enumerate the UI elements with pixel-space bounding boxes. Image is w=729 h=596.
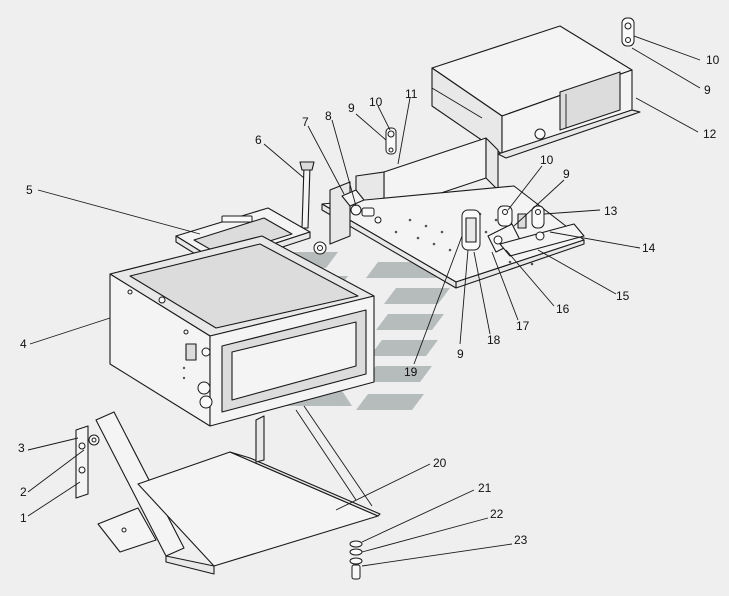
callout-10b: 10 — [706, 53, 720, 67]
callout-9c: 9 — [563, 167, 570, 181]
callout-10a: 10 — [369, 95, 383, 109]
box-connector-2 — [199, 395, 213, 409]
callout-12: 12 — [703, 127, 717, 141]
callout-18: 18 — [487, 333, 501, 347]
guide-plate — [355, 137, 499, 225]
callout-17: 17 — [516, 319, 530, 333]
callout-23: 23 — [514, 533, 528, 547]
cover-hole — [534, 128, 546, 140]
callout-11: 11 — [405, 87, 418, 101]
callout-16: 16 — [556, 302, 570, 316]
bracket-bolt — [361, 207, 375, 217]
callout-10c: 10 — [540, 153, 554, 167]
battery-box — [109, 235, 375, 427]
washer-stack — [349, 540, 363, 580]
fastener-set-a — [385, 127, 397, 155]
callout-2: 2 — [20, 485, 27, 499]
side-bracket — [75, 425, 100, 499]
callout-7: 7 — [302, 115, 309, 129]
callout-14: 14 — [642, 241, 656, 255]
box-switch — [185, 343, 197, 361]
leader-lines — [27, 35, 701, 567]
callout-20: 20 — [433, 456, 447, 470]
callout-6: 6 — [255, 133, 262, 147]
bracket-nut — [350, 204, 362, 216]
clamp-bracket — [329, 181, 382, 245]
clamp-cluster — [461, 205, 585, 257]
callout-9d: 9 — [457, 347, 464, 361]
callout-13: 13 — [604, 204, 618, 218]
callout-3: 3 — [18, 441, 25, 455]
box-connector-1 — [197, 381, 211, 395]
terminal-clip — [517, 213, 527, 229]
battery-cover — [431, 25, 641, 159]
fastener-set-b — [621, 17, 635, 47]
tie-rod — [299, 161, 315, 229]
callout-21: 21 — [478, 481, 492, 495]
callout-9a: 9 — [348, 101, 355, 115]
base-platform — [321, 185, 585, 289]
callout-19: 19 — [404, 365, 418, 379]
callout-8: 8 — [325, 109, 332, 123]
callout-22: 22 — [490, 507, 504, 521]
callout-5: 5 — [26, 183, 33, 197]
support-tray — [95, 405, 381, 575]
callout-9b: 9 — [704, 83, 711, 97]
callout-labels: 1 2 3 4 5 6 7 8 9 10 11 10 9 12 10 9 13 … — [18, 53, 720, 547]
callout-1: 1 — [20, 511, 27, 525]
callout-15: 15 — [616, 289, 630, 303]
callout-4: 4 — [20, 337, 27, 351]
